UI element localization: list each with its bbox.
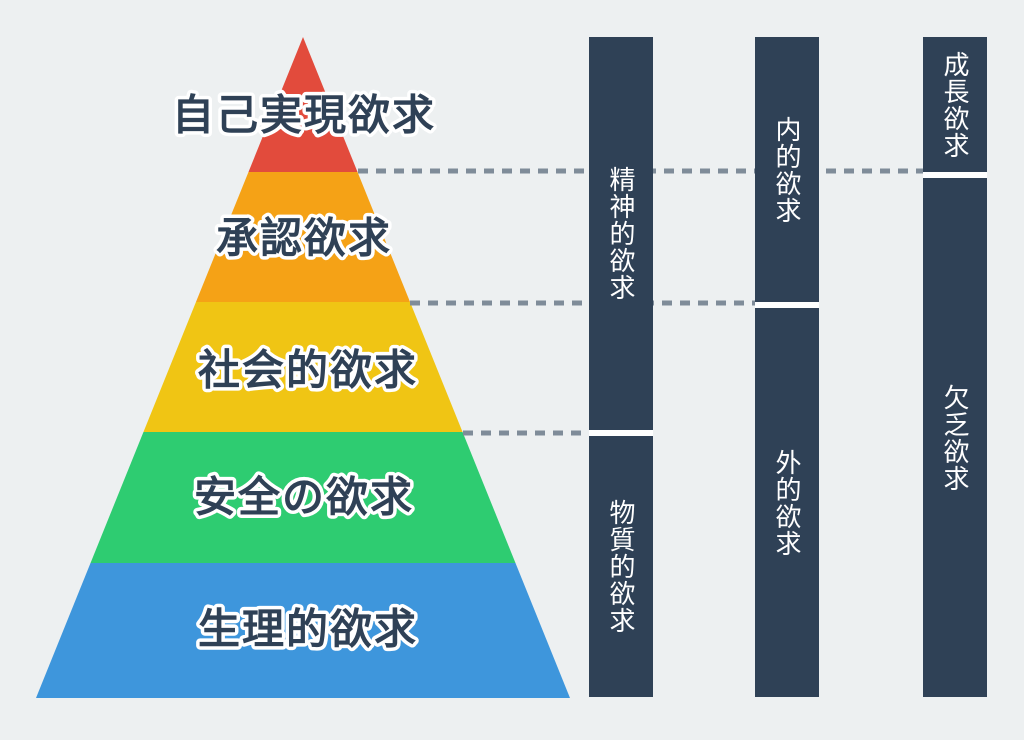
- bar-divider: [755, 302, 819, 308]
- bar-divider: [923, 172, 987, 178]
- classification-bar-internal-external: 内的欲求 外的欲求: [755, 37, 819, 697]
- bar-label-growth: 成長欲求: [940, 50, 970, 159]
- pyramid-band-physiological: [36, 563, 570, 698]
- classification-bar-spiritual-material: 精神的欲求 物質的欲求: [589, 37, 653, 697]
- bar-label-material: 物質的欲求: [606, 499, 636, 634]
- bar-section-deficiency: 欠乏欲求: [923, 178, 987, 697]
- bar-section-growth: 成長欲求: [923, 37, 987, 172]
- bar-section-internal: 内的欲求: [755, 37, 819, 302]
- bar-label-external: 外的欲求: [772, 448, 802, 557]
- bar-label-deficiency: 欠乏欲求: [940, 383, 970, 492]
- pyramid-label-safety: 安全の欲求: [194, 474, 414, 521]
- bar-label-internal: 内的欲求: [772, 115, 802, 224]
- bar-section-external: 外的欲求: [755, 308, 819, 697]
- pyramid-label-esteem: 承認欲求: [216, 215, 392, 262]
- bar-label-spiritual: 精神的欲求: [606, 166, 636, 301]
- pyramid-label-self-actualization: 自己実現欲求: [172, 92, 436, 139]
- classification-bar-growth-deficiency: 成長欲求 欠乏欲求: [923, 37, 987, 697]
- pyramid-label-social: 社会的欲求: [198, 347, 418, 394]
- pyramid-label-physiological: 生理的欲求: [198, 606, 418, 653]
- bar-section-spiritual: 精神的欲求: [589, 37, 653, 430]
- bar-section-material: 物質的欲求: [589, 436, 653, 697]
- bar-divider: [589, 430, 653, 436]
